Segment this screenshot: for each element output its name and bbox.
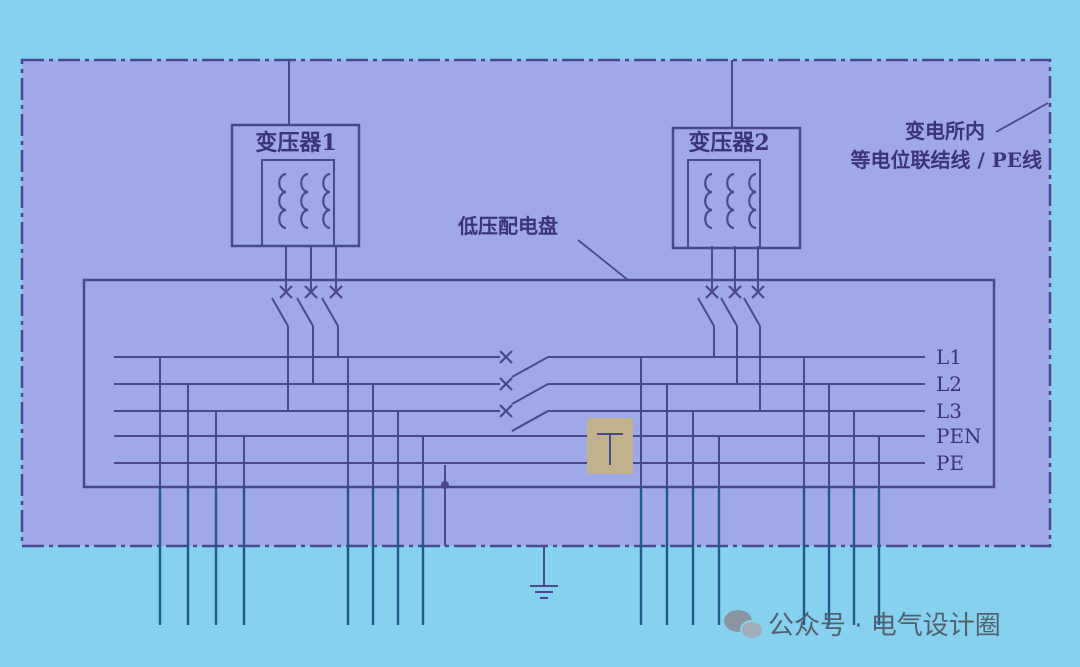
cross-stroke (329, 285, 343, 299)
transformer-coils (278, 172, 757, 230)
t2-breaker-blade-1 (697, 297, 715, 327)
coil-t2-3 (748, 172, 757, 230)
bus-label-l2: L2 (936, 372, 962, 396)
t2-breaker-blade-2 (720, 297, 738, 327)
substation-leader (995, 102, 1049, 133)
coupler-cross-1 (499, 350, 513, 364)
bus-label-l3: L3 (936, 399, 962, 423)
cross-stroke (499, 404, 513, 418)
switchboard-label: 低压配电盘 (457, 214, 558, 238)
t1-breaker-cross-2 (304, 285, 318, 299)
pe-earth-tap (441, 465, 449, 546)
cross-stroke (279, 285, 293, 299)
t1-breaker-cross-3 (329, 285, 343, 299)
t2-breaker-blade-3 (743, 297, 761, 327)
cross-stroke (705, 285, 719, 299)
pen-pe-link (587, 418, 633, 474)
watermark-text: 公众号 · 电气设计圈 (768, 611, 1001, 641)
bus-coupler (499, 350, 549, 432)
bus-label-l1: L1 (936, 345, 962, 369)
coil-t1-3 (322, 172, 331, 230)
switchboard-leader (577, 239, 629, 281)
t1-breaker-blade-1 (271, 297, 289, 327)
transformer-breakers (271, 246, 765, 411)
coil-t1-2 (300, 172, 309, 230)
substation-label-line2: 等电位联结线 / PE线 (850, 148, 1042, 172)
earth-icon (530, 546, 558, 599)
substation-panel (20, 58, 1052, 548)
t2-breaker-cross-2 (728, 285, 742, 299)
cross-stroke (499, 377, 513, 391)
t1-breaker-blade-2 (296, 297, 314, 327)
t1-breaker-cross-1 (279, 285, 293, 299)
cross-stroke (751, 285, 765, 299)
watermark: 公众号 · 电气设计圈 (724, 610, 1001, 641)
bus-label-pen: PEN (936, 424, 982, 448)
cross-stroke (728, 285, 742, 299)
coupler-blade-2 (511, 383, 549, 405)
cross-stroke (304, 285, 318, 299)
coupler-cross-3 (499, 404, 513, 418)
coupler-pen-blade (511, 410, 549, 432)
feeder-cables (158, 357, 881, 625)
coil-t1-1 (278, 172, 287, 230)
coil-t2-1 (704, 172, 713, 230)
substation-label-line1: 变电所内 (905, 119, 985, 143)
t2-breaker-cross-3 (751, 285, 765, 299)
low-voltage-switchboard (82, 278, 996, 489)
transformer-2: 变压器2 (671, 126, 802, 250)
coupler-blade-1 (511, 356, 549, 378)
bus-label-pe: PE (936, 451, 964, 475)
transformer-2-label: 变压器2 (688, 130, 769, 156)
t2-breaker-cross-1 (705, 285, 719, 299)
cross-stroke (499, 350, 513, 364)
coupler-cross-2 (499, 377, 513, 391)
transformer-1-label: 变压器1 (255, 130, 336, 156)
wechat-icon (724, 610, 764, 640)
coil-t2-2 (726, 172, 735, 230)
transformer-1: 变压器1 (230, 123, 361, 248)
t1-breaker-blade-3 (321, 297, 339, 327)
